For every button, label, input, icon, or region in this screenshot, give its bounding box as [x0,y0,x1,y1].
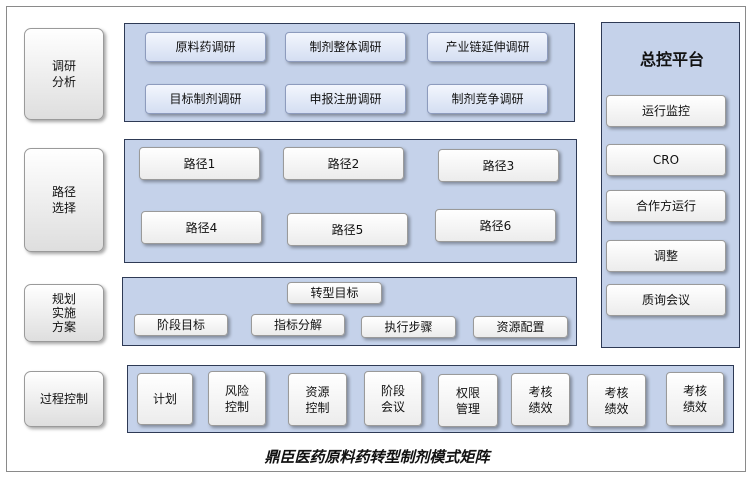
transformation-goal-button[interactable]: 转型目标 [287,282,382,304]
path-4-button[interactable]: 路径4 [141,211,262,244]
process-control-label: 过程控制 [24,371,104,427]
partner-operation-button[interactable]: 合作方运行 [606,190,726,222]
stage-meeting-button[interactable]: 阶段 会议 [364,371,422,426]
execution-steps-button[interactable]: 执行步骤 [361,316,456,338]
diagram-title: 鼎臣医药原料药转型制剂模式矩阵 [264,448,490,466]
control-platform-title: 总控平台 [639,50,704,69]
resource-allocation-button[interactable]: 资源配置 [473,316,568,338]
path-2-button[interactable]: 路径2 [283,147,404,180]
plan-button[interactable]: 计划 [137,373,193,425]
path-6-button[interactable]: 路径6 [435,209,556,242]
path-selection-label: 路径 选择 [24,148,104,252]
target-preparation-research-button[interactable]: 目标制剂调研 [145,84,266,114]
overall-preparation-research-button[interactable]: 制剂整体调研 [285,32,406,62]
research-analysis-label: 调研 分析 [24,28,104,120]
path-5-button[interactable]: 路径5 [287,213,408,246]
raw-material-research-button[interactable]: 原料药调研 [145,32,266,62]
registration-research-button[interactable]: 申报注册调研 [285,84,406,114]
assessment-performance-button-3[interactable]: 考核 绩效 [666,372,724,426]
risk-control-button[interactable]: 风险 控制 [208,371,266,426]
assessment-performance-button-1[interactable]: 考核 绩效 [511,373,570,426]
plan-scheme-label: 规划 实施 方案 [24,284,104,342]
indicator-breakdown-button[interactable]: 指标分解 [251,314,345,336]
cro-button[interactable]: CRO [606,144,726,176]
path-1-button[interactable]: 路径1 [139,147,260,180]
stage-goal-button[interactable]: 阶段目标 [134,314,228,336]
permission-management-button[interactable]: 权限 管理 [438,374,498,427]
adjustment-button[interactable]: 调整 [606,240,726,272]
assessment-performance-button-2[interactable]: 考核 绩效 [587,374,646,427]
inquiry-meeting-button[interactable]: 质询会议 [606,284,726,316]
industry-chain-research-button[interactable]: 产业链延伸调研 [427,32,548,62]
operation-monitoring-button[interactable]: 运行监控 [606,95,726,127]
resource-control-button[interactable]: 资源 控制 [288,373,347,426]
path-3-button[interactable]: 路径3 [438,149,559,182]
preparation-competition-research-button[interactable]: 制剂竞争调研 [427,84,548,114]
